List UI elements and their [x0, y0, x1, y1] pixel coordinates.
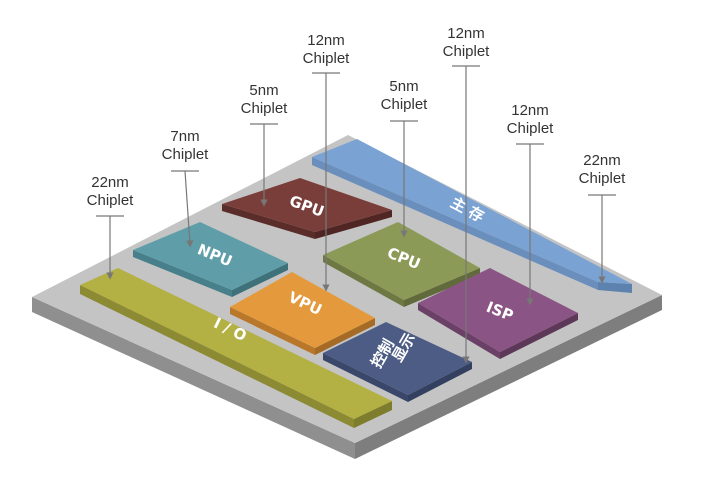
callout-node: 7nm [170, 128, 200, 145]
callout-type: Chiplet [302, 50, 350, 67]
substrate-side [32, 297, 355, 459]
callout-5nm-gpu: 5nm Chiplet [219, 82, 309, 118]
callout-22nm-io: 22nm Chiplet [65, 174, 155, 210]
leader-line-7nm [184, 170, 194, 248]
callout-type: Chiplet [506, 120, 554, 137]
callout-type: Chiplet [161, 146, 209, 163]
callout-node: 12nm [307, 32, 345, 49]
cpu-block: CPU [323, 222, 480, 307]
callout-12nm-isp: 12nm Chiplet [485, 102, 575, 138]
callout-7nm-npu: 7nm Chiplet [140, 128, 230, 164]
substrate-side-right [355, 295, 662, 459]
npu-block: NPU [133, 222, 288, 297]
callout-22nm-memory: 22nm Chiplet [557, 152, 647, 188]
callout-type: Chiplet [240, 100, 288, 117]
callout-node: 5nm [389, 78, 419, 95]
callout-type: Chiplet [578, 170, 626, 187]
callout-node: 22nm [583, 152, 621, 169]
callout-node: 5nm [249, 82, 279, 99]
callout-node: 12nm [447, 25, 485, 42]
leader-lines [96, 65, 616, 364]
isp-block: ISP [418, 268, 578, 359]
callout-12nm-display: 12nm Chiplet [421, 25, 511, 61]
display-control-block: 显示 控制 [323, 322, 472, 402]
substrate-top [32, 135, 662, 443]
callout-5nm-cpu: 5nm Chiplet [359, 78, 449, 114]
callout-node: 12nm [511, 102, 549, 119]
vpu-block: VPU [230, 272, 375, 355]
callout-type: Chiplet [380, 96, 428, 113]
callout-12nm-vpu: 12nm Chiplet [281, 32, 371, 68]
callout-type: Chiplet [442, 43, 490, 60]
callout-type: Chiplet [86, 192, 134, 209]
callout-node: 22nm [91, 174, 129, 191]
